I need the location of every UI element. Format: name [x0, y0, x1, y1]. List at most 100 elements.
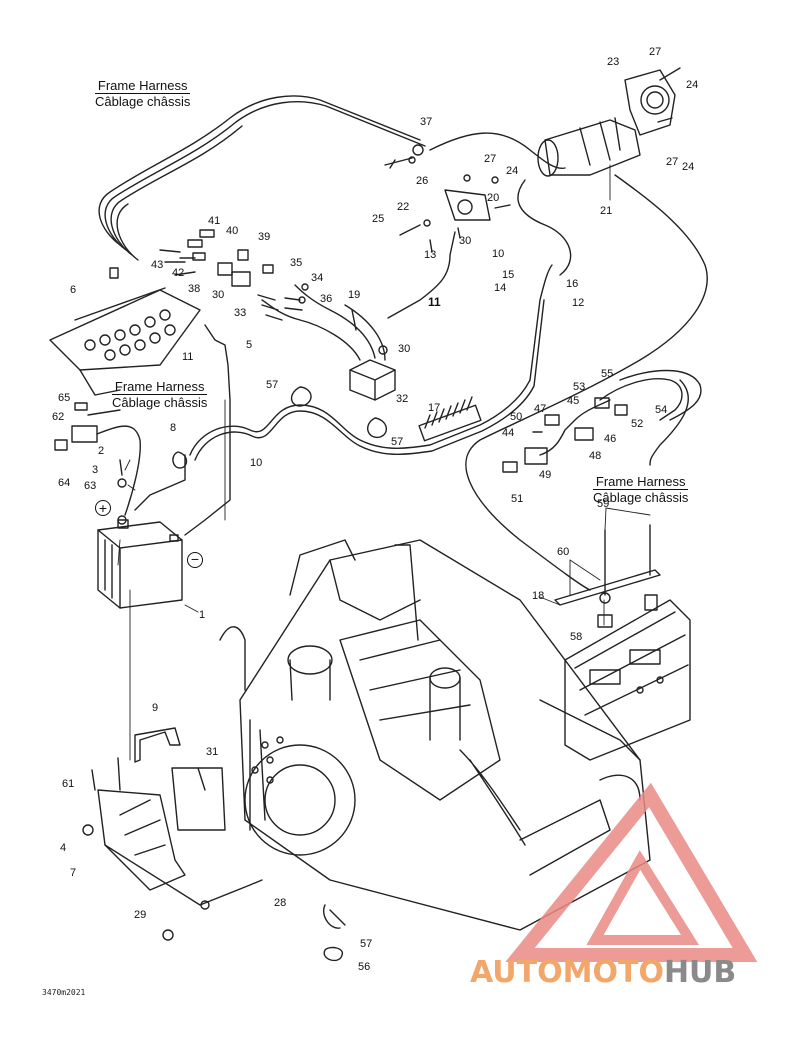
part-number: 24 [682, 161, 695, 173]
part-number: 63 [84, 480, 97, 492]
part-number: 27 [666, 156, 679, 168]
part-number: 28 [274, 897, 287, 909]
part-number: 56 [358, 961, 371, 973]
part-number: 13 [424, 249, 437, 261]
part-number: 41 [208, 215, 221, 227]
part-number: 14 [494, 282, 507, 294]
part-number: 9 [152, 702, 159, 714]
battery-cover [49, 267, 201, 396]
part-number: 23 [607, 56, 620, 68]
part-number: 30 [212, 289, 225, 301]
part-number: 19 [348, 289, 361, 301]
part-number: 38 [188, 283, 201, 295]
part-number: 39 [258, 231, 271, 243]
part-number: 42 [172, 267, 185, 279]
cable-11-left [184, 324, 231, 536]
battery-leads [54, 402, 188, 525]
watermark-text-part1: AUTOMOTO [470, 955, 664, 990]
part-number: 12 [572, 297, 585, 309]
harness-label-en: Frame Harness [112, 379, 208, 395]
part-number: 37 [420, 116, 433, 128]
part-number: 33 [234, 307, 247, 319]
part-number: 11 [182, 351, 194, 363]
part-number: 47 [534, 403, 547, 415]
part-number: 10 [250, 457, 263, 469]
part-number: 45 [567, 395, 580, 407]
part-number: 40 [226, 225, 239, 237]
part-number: 24 [506, 165, 519, 177]
clip-bottom [323, 904, 346, 962]
battery-tray [82, 727, 263, 941]
harness-label-right: Frame Harness Câblage châssis [593, 474, 689, 505]
part-number: 30 [398, 343, 411, 355]
starter-hardware [384, 144, 511, 253]
starter-motor [537, 67, 681, 177]
part-number: 25 [372, 213, 385, 225]
harness-label-fr: Câblage châssis [95, 94, 191, 109]
bracket-18 [554, 524, 661, 628]
part-number: 34 [311, 272, 324, 284]
frame-harness-bundle [98, 95, 426, 276]
part-number: 64 [58, 477, 71, 489]
watermark-text-part2: HUB [663, 955, 737, 990]
part-number: 20 [487, 192, 500, 204]
battery [97, 519, 183, 609]
part-number: 57 [360, 938, 373, 950]
part-number: 6 [70, 284, 77, 296]
harness-label-en: Frame Harness [593, 474, 689, 490]
part-number: 3 [92, 464, 99, 476]
part-number: 31 [206, 746, 219, 758]
part-number: 58 [570, 631, 583, 643]
watermark-text: AUTOMOTOHUB [470, 955, 800, 995]
chassis-engine [219, 539, 651, 931]
part-number: 21 [600, 205, 613, 217]
part-number: 27 [649, 46, 662, 58]
part-number: 22 [397, 201, 410, 213]
part-number: 50 [510, 411, 523, 423]
cable-tie-57-b [367, 417, 387, 439]
part-number: 46 [604, 433, 617, 445]
part-number: 44 [502, 427, 515, 439]
harness-label-middle: Frame Harness Câblage châssis [112, 379, 208, 410]
harness-label-fr: Câblage châssis [112, 395, 208, 410]
part-number: 26 [416, 175, 429, 187]
harness-label-en: Frame Harness [95, 78, 191, 94]
leader-lines [117, 164, 651, 761]
cable-10 [189, 264, 553, 461]
part-number: 36 [320, 293, 333, 305]
part-number: 2 [98, 445, 105, 457]
solenoid [261, 284, 396, 401]
part-number: 30 [459, 235, 472, 247]
part-number: 5 [246, 339, 253, 351]
harness-label-fr: Câblage châssis [593, 490, 689, 505]
part-number: 54 [655, 404, 668, 416]
part-number: 49 [539, 469, 552, 481]
part-number: 11 [428, 295, 441, 309]
part-number: 7 [70, 867, 77, 879]
part-number: 18 [532, 590, 545, 602]
battery-minus-marker: − [187, 552, 203, 568]
battery-plus-marker: + [95, 500, 111, 516]
part-number: 35 [290, 257, 303, 269]
part-number: 10 [492, 248, 505, 260]
starter-cable [429, 132, 708, 591]
frame-section-right [564, 599, 691, 761]
part-number: 32 [396, 393, 409, 405]
part-number: 29 [134, 909, 147, 921]
part-number: 48 [589, 450, 602, 462]
part-number: 62 [52, 411, 65, 423]
part-number: 57 [391, 436, 404, 448]
part-number: 16 [566, 278, 579, 290]
part-number: 52 [631, 418, 644, 430]
cable-11-right [387, 231, 456, 319]
part-number: 53 [573, 381, 586, 393]
part-number: 17 [428, 402, 441, 414]
part-number: 27 [484, 153, 497, 165]
part-number: 15 [502, 269, 515, 281]
right-harness [502, 369, 702, 473]
part-number: 60 [557, 546, 570, 558]
drawing-code: 3470m2021 [42, 988, 86, 997]
cable-tie-57-a [290, 386, 312, 407]
connector-cluster [179, 229, 309, 321]
